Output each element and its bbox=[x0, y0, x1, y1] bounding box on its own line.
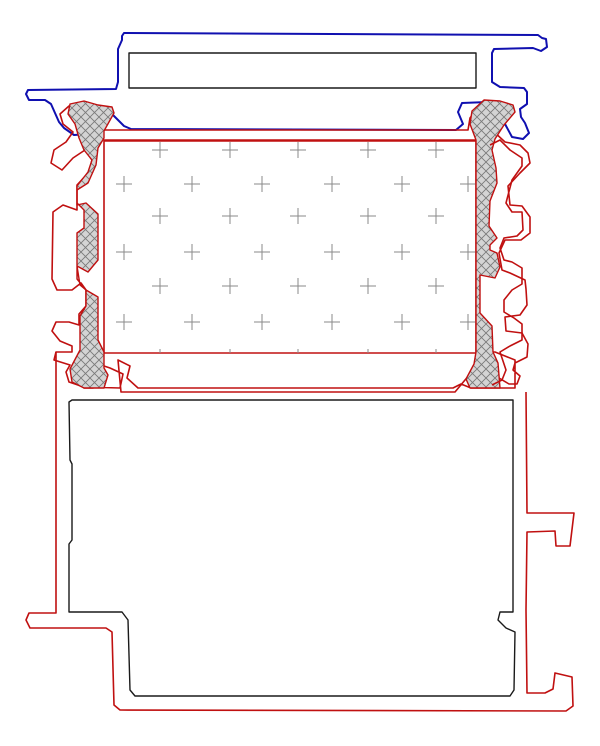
insulation-cross-mark bbox=[460, 244, 476, 260]
main-frame-outer-profile bbox=[25, 352, 575, 712]
insulation-cross-mark bbox=[222, 208, 238, 224]
insulation-cross-mark bbox=[152, 142, 168, 158]
main-frame-inner-chamber bbox=[68, 399, 516, 697]
sash-chamber bbox=[128, 52, 477, 89]
insulation-cross-mark bbox=[254, 314, 270, 330]
insulation-cross-mark bbox=[360, 142, 376, 158]
insulation-cross-mark bbox=[152, 208, 168, 224]
frame-profile-outline bbox=[50, 105, 531, 393]
insulation-cross-mark bbox=[116, 314, 132, 330]
insulation-cross-mark bbox=[254, 176, 270, 192]
left-thermal-break bbox=[67, 100, 115, 389]
insulation-cross-mark bbox=[290, 142, 306, 158]
insulation-cross-mark bbox=[360, 278, 376, 294]
insulation-cross-mark bbox=[184, 244, 200, 260]
insulation-cross-mark bbox=[116, 244, 132, 260]
insulation-cross-mark bbox=[428, 208, 444, 224]
right-thermal-break bbox=[465, 99, 516, 389]
insulation-cross-mark bbox=[184, 176, 200, 192]
insulation-cross-mark bbox=[360, 208, 376, 224]
insulation-cross-mark bbox=[116, 176, 132, 192]
insulation-cross-mark bbox=[290, 278, 306, 294]
insulation-cross-mark bbox=[290, 208, 306, 224]
insulation-cross-mark bbox=[254, 244, 270, 260]
insulation-fill-markers bbox=[116, 142, 476, 353]
insulation-cross-mark bbox=[184, 314, 200, 330]
insulation-cross-mark bbox=[460, 314, 476, 330]
insulation-cross-mark bbox=[152, 278, 168, 294]
insulation-cross-mark bbox=[460, 176, 476, 192]
insulation-cross-mark bbox=[394, 244, 410, 260]
insulation-cross-mark bbox=[428, 278, 444, 294]
insulation-cross-mark bbox=[428, 142, 444, 158]
insulation-cross-mark bbox=[324, 244, 340, 260]
insulation-cross-mark bbox=[394, 314, 410, 330]
insulation-cross-mark bbox=[324, 176, 340, 192]
insulation-cross-mark bbox=[222, 142, 238, 158]
insulation-cross-mark bbox=[222, 278, 238, 294]
insulation-cross-mark bbox=[324, 314, 340, 330]
right-thermal-break-inner-edge bbox=[489, 139, 524, 386]
insulation-cross-mark bbox=[394, 176, 410, 192]
